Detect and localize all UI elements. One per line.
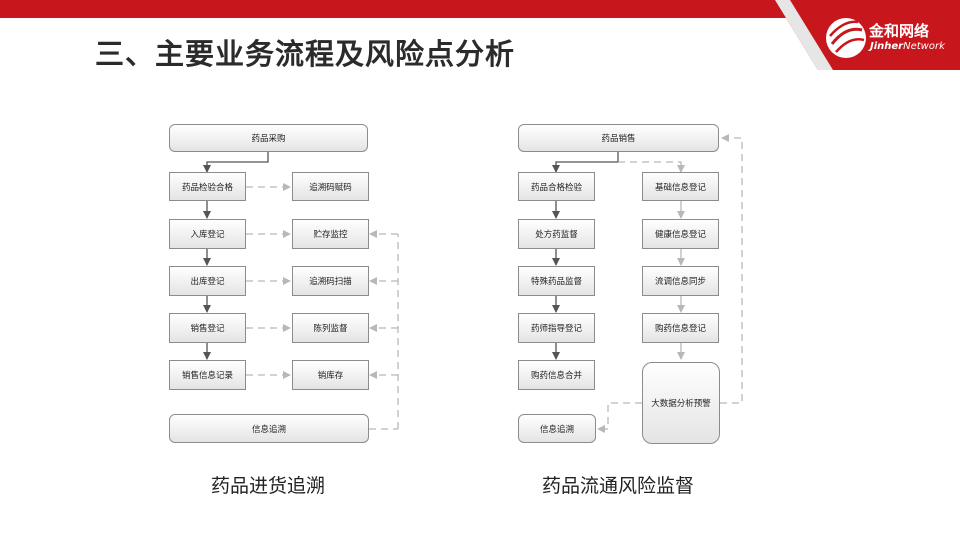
node-flow-info-sync: 流调信息同步 xyxy=(642,266,719,296)
node-basic-info-register: 基础信息登记 xyxy=(642,172,719,201)
node-drug-sales: 药品销售 xyxy=(518,124,719,152)
page-title: 三、主要业务流程及风险点分析 xyxy=(95,37,516,71)
node-sales-register: 销售登记 xyxy=(169,313,246,343)
brand-name-en-thin: Network xyxy=(903,41,945,52)
node-sales-record: 销售信息记录 xyxy=(169,360,246,390)
node-display-supervision: 陈列监督 xyxy=(292,313,369,343)
node-special-drug-supervision: 特殊药品监督 xyxy=(518,266,595,296)
top-accent-bar xyxy=(0,0,960,18)
node-outbound-register: 出库登记 xyxy=(169,266,246,296)
node-purchase-info-merge: 购药信息合并 xyxy=(518,360,595,390)
node-storage-monitor: 贮存监控 xyxy=(292,219,369,249)
node-quality-check: 药品合格检验 xyxy=(518,172,595,201)
brand-banner xyxy=(775,0,960,70)
brand-name-cn: 金和网络 xyxy=(869,22,930,40)
right-flow-caption: 药品流通风险监督 xyxy=(542,475,695,497)
brand-name-en: JinherNetwork xyxy=(870,41,945,53)
node-drug-inspection: 药品检验合格 xyxy=(169,172,246,201)
arrow-bigdata-to-trace xyxy=(597,402,642,433)
node-trace-code-assign: 追溯码赋码 xyxy=(292,172,369,201)
node-prescription-supervision: 处方药监督 xyxy=(518,219,595,249)
node-trace-code-scan: 追溯码扫描 xyxy=(292,266,369,296)
brand-banner-shadow xyxy=(775,0,833,70)
node-pharmacist-register: 药师指导登记 xyxy=(518,313,595,343)
arrow-sales-to-qualitycheck xyxy=(552,152,619,173)
left-flow-caption: 药品进货追溯 xyxy=(211,475,326,497)
brand-logo-icon xyxy=(826,18,866,58)
node-purchase-info-register: 购药信息登记 xyxy=(642,313,719,343)
arrow-bigdata-to-sales xyxy=(720,134,743,404)
node-health-info-register: 健康信息登记 xyxy=(642,219,719,249)
node-stock-clear: 销库存 xyxy=(292,360,369,390)
node-drug-purchase: 药品采购 xyxy=(169,124,368,152)
arrow-purchase-to-inspection xyxy=(203,152,269,173)
node-right-info-trace: 信息追溯 xyxy=(518,414,596,443)
node-bigdata-warning: 大数据分析预警 xyxy=(642,362,720,444)
node-inbound-register: 入库登记 xyxy=(169,219,246,249)
brand-name-en-bold: Jinher xyxy=(870,41,904,52)
node-info-trace: 信息追溯 xyxy=(169,414,369,443)
arrow-sales-to-basic xyxy=(618,161,685,173)
